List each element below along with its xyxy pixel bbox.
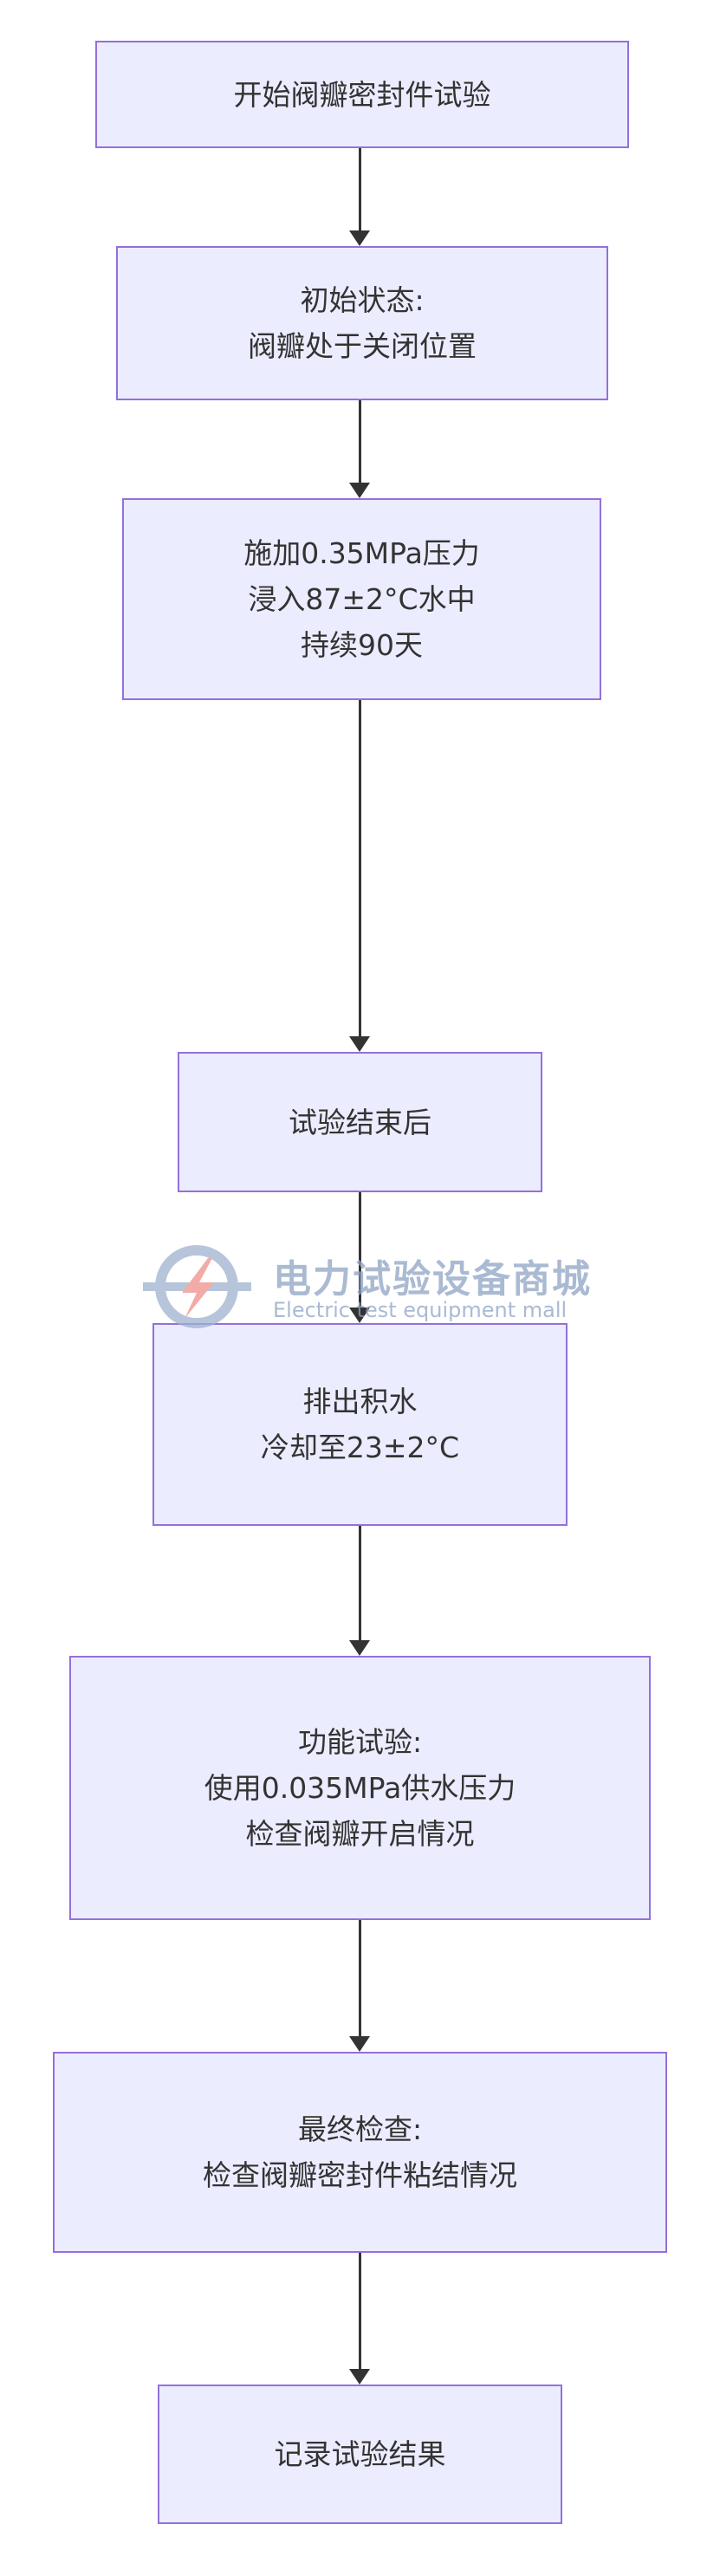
node-record-results: 记录试验结果 xyxy=(158,2385,562,2524)
node-text: 浸入87±2°C水中 xyxy=(248,582,476,616)
watermark-subtitle: Electric test equipment mall xyxy=(273,1298,568,1322)
edge-7 xyxy=(359,2253,361,2371)
node-final-check: 最终检查: 检查阀瓣密封件粘结情况 xyxy=(53,2052,667,2253)
arrowhead-icon xyxy=(349,2369,370,2385)
edge-4 xyxy=(359,1192,361,1309)
node-function-test: 功能试验: 使用0.035MPa供水压力 检查阀瓣开启情况 xyxy=(69,1656,651,1920)
edge-5 xyxy=(359,1526,361,1642)
edge-1 xyxy=(359,148,361,233)
watermark-logo-icon xyxy=(143,1245,251,1328)
node-text: 开始阀瓣密封件试验 xyxy=(233,77,491,112)
node-text: 记录试验结果 xyxy=(274,2437,446,2471)
edge-6 xyxy=(359,1920,361,2038)
arrowhead-icon xyxy=(349,1036,370,1052)
node-test-end: 试验结束后 xyxy=(178,1052,542,1192)
edge-2 xyxy=(359,400,361,485)
node-drain-cool: 排出积水 冷却至23±2°C xyxy=(152,1323,568,1526)
node-text: 检查阀瓣开启情况 xyxy=(245,1817,475,1851)
node-text: 施加0.35MPa压力 xyxy=(243,536,480,570)
node-text: 初始状态: xyxy=(300,283,425,317)
node-text: 冷却至23±2°C xyxy=(260,1431,460,1464)
node-text: 功能试验: xyxy=(297,1725,423,1759)
arrowhead-icon xyxy=(349,1640,370,1656)
watermark-title: 电力试验设备商城 xyxy=(273,1257,592,1301)
node-text: 排出积水 xyxy=(302,1385,418,1418)
node-text: 持续90天 xyxy=(301,628,423,662)
arrowhead-icon xyxy=(349,1307,370,1323)
node-initial-state: 初始状态: 阀瓣处于关闭位置 xyxy=(116,246,608,400)
node-text: 检查阀瓣密封件粘结情况 xyxy=(203,2158,517,2192)
node-text: 试验结束后 xyxy=(289,1105,431,1139)
arrowhead-icon xyxy=(349,483,370,498)
node-text: 最终检查: xyxy=(297,2112,423,2146)
edge-3 xyxy=(359,700,361,1038)
arrowhead-icon xyxy=(349,2036,370,2052)
node-text: 阀瓣处于关闭位置 xyxy=(248,329,477,363)
node-apply-pressure: 施加0.35MPa压力 浸入87±2°C水中 持续90天 xyxy=(122,498,601,700)
node-text: 使用0.035MPa供水压力 xyxy=(204,1771,516,1805)
arrowhead-icon xyxy=(349,230,370,246)
node-start: 开始阀瓣密封件试验 xyxy=(95,41,629,148)
